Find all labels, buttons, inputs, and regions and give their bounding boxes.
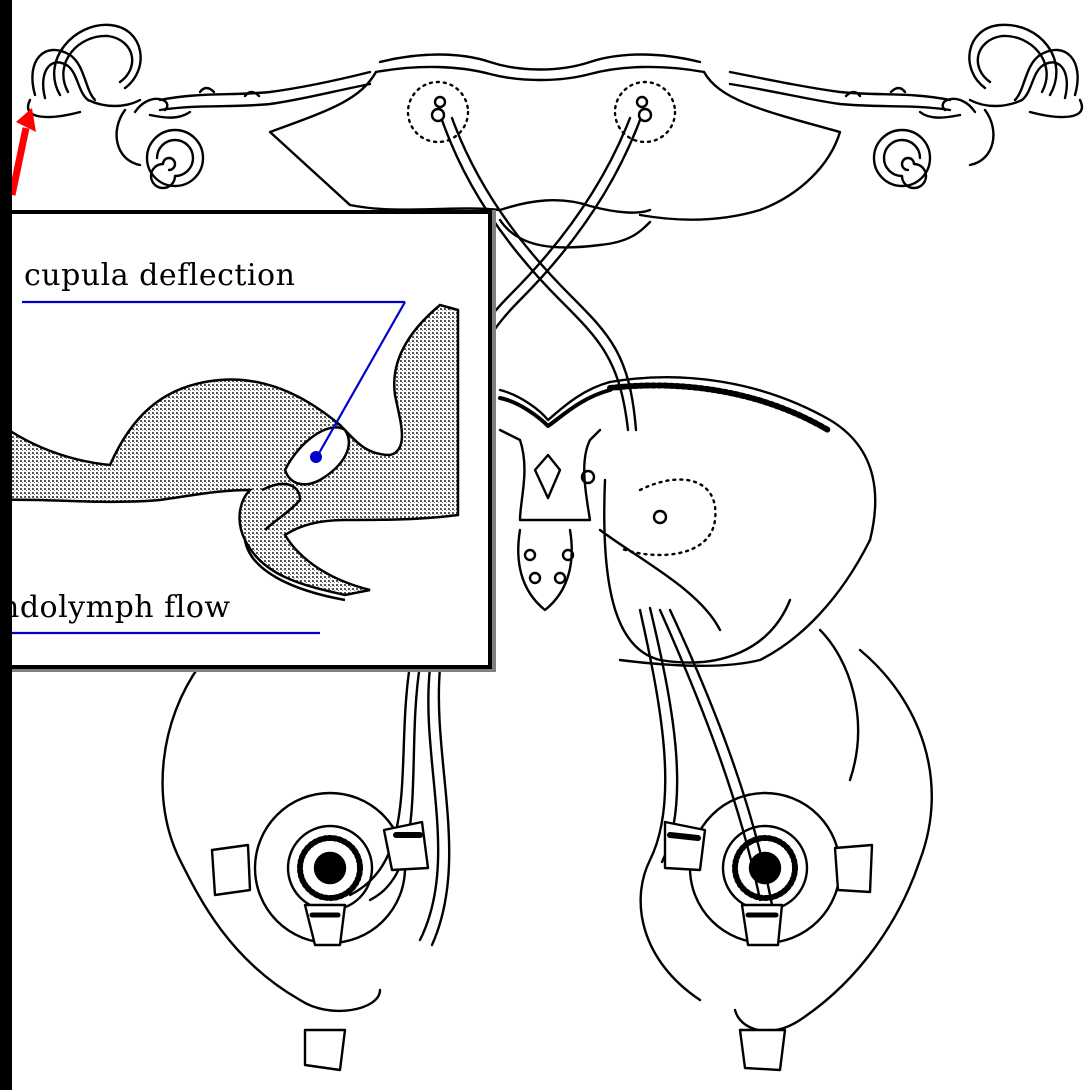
brainstem-upper <box>270 55 840 248</box>
red-arrow-icon <box>12 108 36 195</box>
cupula-deflection-label: cupula deflection <box>24 258 295 293</box>
left-labyrinth <box>28 25 203 188</box>
vestibulo-ocular-pathway-drawing <box>12 0 1091 1090</box>
right-eye-with-muscles <box>665 793 872 1070</box>
midbrain <box>500 377 875 666</box>
endolymph-flow-label: ndolymph flow <box>12 590 231 625</box>
diagram-canvas: cupula deflection ndolymph flow <box>12 0 1091 1090</box>
left-eye-with-muscles <box>212 793 428 1070</box>
oculomotor-pathways <box>163 608 932 1031</box>
right-vestibular-nerve <box>730 72 950 110</box>
